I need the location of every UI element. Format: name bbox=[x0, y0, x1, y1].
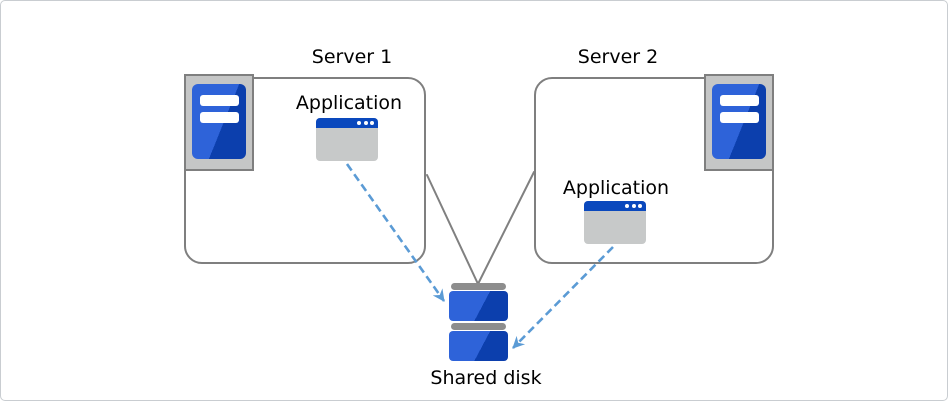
server2-tower-icon bbox=[704, 74, 774, 171]
disk2-top-bar-icon bbox=[451, 323, 506, 330]
server-slot bbox=[720, 95, 759, 106]
server1-tower-icon bbox=[184, 74, 254, 171]
window-titlebar bbox=[584, 201, 646, 211]
disk1-top-bar-icon bbox=[451, 283, 506, 290]
window-buttons-icon bbox=[357, 121, 374, 125]
server-slot bbox=[720, 112, 759, 123]
disk1-body-icon bbox=[449, 291, 508, 321]
server-tower-body bbox=[712, 84, 766, 159]
window-buttons-icon bbox=[625, 204, 642, 208]
disk2-body-icon bbox=[449, 331, 508, 361]
connector-server1-disk bbox=[426, 174, 479, 285]
server2-application-window-icon bbox=[584, 201, 646, 244]
shared-disk-label: Shared disk bbox=[430, 367, 542, 389]
window-titlebar bbox=[316, 118, 378, 128]
server-slot bbox=[200, 95, 239, 106]
server1-application-window-icon bbox=[316, 118, 378, 161]
server-tower-body bbox=[192, 84, 246, 159]
connector-server2-disk bbox=[477, 171, 535, 285]
server1-title: Server 1 bbox=[311, 46, 393, 68]
server1-application-label: Application bbox=[295, 92, 403, 114]
server2-application-label: Application bbox=[562, 177, 670, 199]
server-slot bbox=[200, 112, 239, 123]
server2-title: Server 2 bbox=[577, 46, 659, 68]
